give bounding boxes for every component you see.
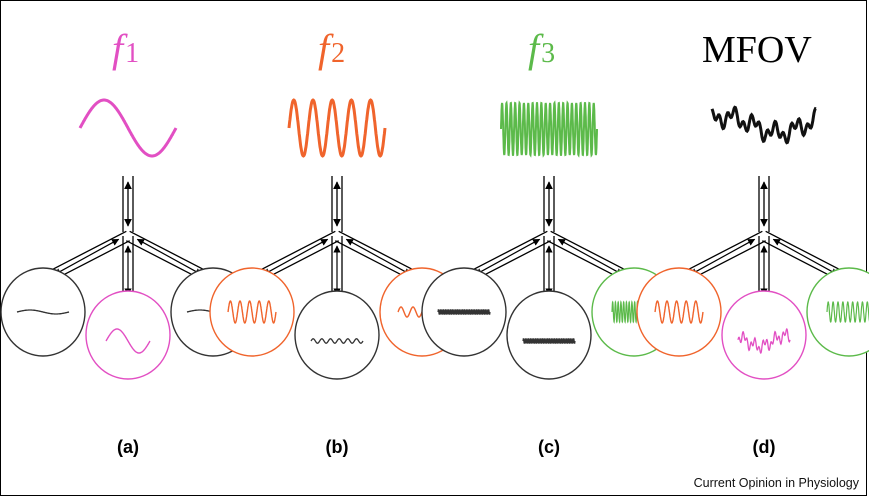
- panel-d-left-branch-a: [684, 230, 763, 272]
- panel-d: [636, 105, 869, 380]
- panel-c-label: (c): [538, 437, 560, 457]
- panel-d-label: (d): [753, 437, 776, 457]
- panel-d-source-waveform: [710, 105, 817, 145]
- panel-a-left-branch-arrow: [53, 238, 120, 276]
- panel-c-right-branch-arrow: [557, 238, 624, 276]
- panel-a-title: f1: [112, 26, 139, 71]
- panel-b-middle-neuron: [294, 290, 380, 380]
- panel-d-right-branch-b: [765, 230, 844, 272]
- panel-b: [209, 98, 465, 380]
- panel-c-left-signal: [437, 309, 491, 315]
- panel-b-middle-signal: [310, 338, 364, 344]
- panel-d-right-signal: [826, 301, 869, 323]
- journal-credit: Current Opinion in Physiology: [693, 476, 859, 490]
- panel-a-right-branch-arrow: [136, 238, 203, 276]
- panel-d-right-branch-arrow: [772, 238, 839, 276]
- panel-a-middle-signal: [105, 328, 151, 354]
- panel-d-middle-signal: [737, 327, 791, 355]
- panel-c-title: f3: [528, 26, 555, 71]
- panel-d-title: MFOV: [702, 29, 812, 71]
- panel-c-middle-signal: [522, 338, 576, 344]
- panel-c-source-waveform: [500, 100, 598, 158]
- panel-a-source-waveform: [78, 98, 178, 158]
- panel-b-title: f2: [318, 26, 345, 71]
- panel-c-subscript: 3: [541, 38, 555, 69]
- panel-a-right-branch-b: [129, 230, 208, 272]
- panel-d-left-branch-arrow: [689, 238, 756, 276]
- panel-b-label: (b): [326, 437, 349, 457]
- panel-d-middle-neuron: [721, 290, 807, 380]
- panel-a-left-signal: [16, 309, 70, 315]
- panel-c-right-branch-b: [550, 230, 629, 272]
- panel-c-middle-neuron: [506, 290, 592, 380]
- panel-a-label: (a): [117, 437, 139, 457]
- panel-c-left-branch-a: [469, 230, 548, 272]
- panel-d-left-signal: [654, 300, 704, 324]
- panel-b-left-signal: [227, 300, 277, 324]
- panel-a-left-branch-a: [48, 230, 127, 272]
- panel-d-right-neuron: [806, 267, 869, 357]
- panel-b-source-waveform: [287, 98, 387, 158]
- panel-c-left-branch-arrow: [474, 238, 541, 276]
- panel-a-subscript: 1: [125, 38, 139, 69]
- panel-b-right-branch-b: [338, 230, 417, 272]
- panel-b-left-branch-arrow: [262, 238, 329, 276]
- panel-b-left-branch-a: [257, 230, 336, 272]
- panel-b-right-branch-arrow: [345, 238, 412, 276]
- panel-a-middle-neuron: [85, 290, 171, 380]
- panel-b-subscript: 2: [331, 38, 345, 69]
- panel-c: [421, 100, 677, 380]
